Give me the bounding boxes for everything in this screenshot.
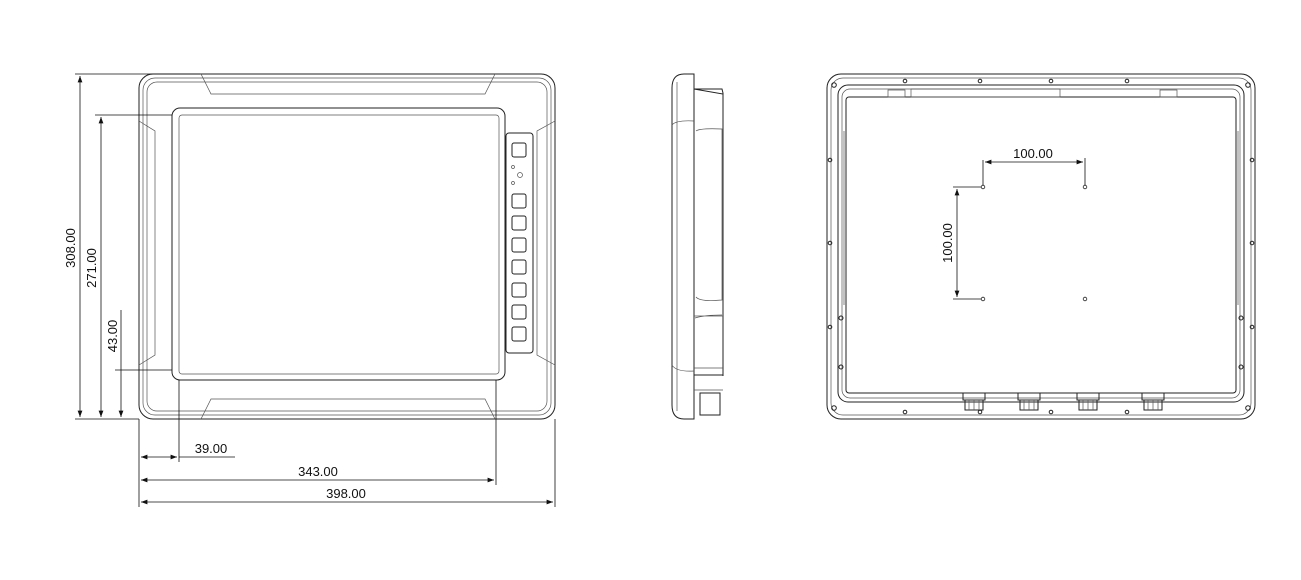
display-height-label: 271.00 bbox=[84, 248, 99, 288]
front-button bbox=[511, 304, 527, 320]
vesa-mount-holes bbox=[980, 184, 1088, 302]
vesa-horizontal-label: 100.00 bbox=[1013, 146, 1053, 161]
rear-view: 100.00 100.00 bbox=[826, 73, 1256, 420]
rear-connectors bbox=[962, 392, 1165, 411]
connector bbox=[1141, 392, 1165, 411]
front-button bbox=[511, 282, 527, 298]
side-connector bbox=[699, 392, 721, 416]
side-view bbox=[671, 73, 724, 420]
bottom-offset-label: 43.00 bbox=[105, 320, 120, 353]
connector bbox=[1076, 392, 1100, 411]
connector bbox=[1017, 392, 1041, 411]
overall-height-label: 308.00 bbox=[63, 228, 78, 268]
overall-width-label: 398.00 bbox=[326, 486, 366, 501]
front-button bbox=[511, 326, 527, 342]
rear-housing bbox=[826, 73, 1256, 420]
vesa-vertical-label: 100.00 bbox=[940, 223, 955, 263]
display-width-label: 343.00 bbox=[298, 464, 338, 479]
front-bezel-outer bbox=[138, 73, 556, 420]
front-view: 308.00 271.00 43.00 39.00 343.00 398.00 bbox=[63, 73, 556, 507]
front-button bbox=[511, 142, 527, 158]
rear-dimensions: 100.00 100.00 bbox=[940, 146, 1086, 300]
front-buttons bbox=[511, 142, 527, 342]
front-button bbox=[511, 259, 527, 275]
indicator-led bbox=[511, 165, 515, 169]
front-dimensions: 308.00 271.00 43.00 39.00 343.00 398.00 bbox=[63, 73, 556, 507]
front-button bbox=[511, 237, 527, 253]
rear-screws bbox=[827, 78, 1255, 415]
front-button bbox=[511, 215, 527, 231]
left-offset-label: 39.00 bbox=[195, 441, 228, 456]
front-button bbox=[511, 193, 527, 209]
connector bbox=[962, 392, 986, 411]
button-panel bbox=[505, 132, 534, 354]
display-area bbox=[171, 107, 506, 381]
indicator-led bbox=[511, 181, 515, 185]
light-sensor-icon bbox=[517, 172, 523, 178]
